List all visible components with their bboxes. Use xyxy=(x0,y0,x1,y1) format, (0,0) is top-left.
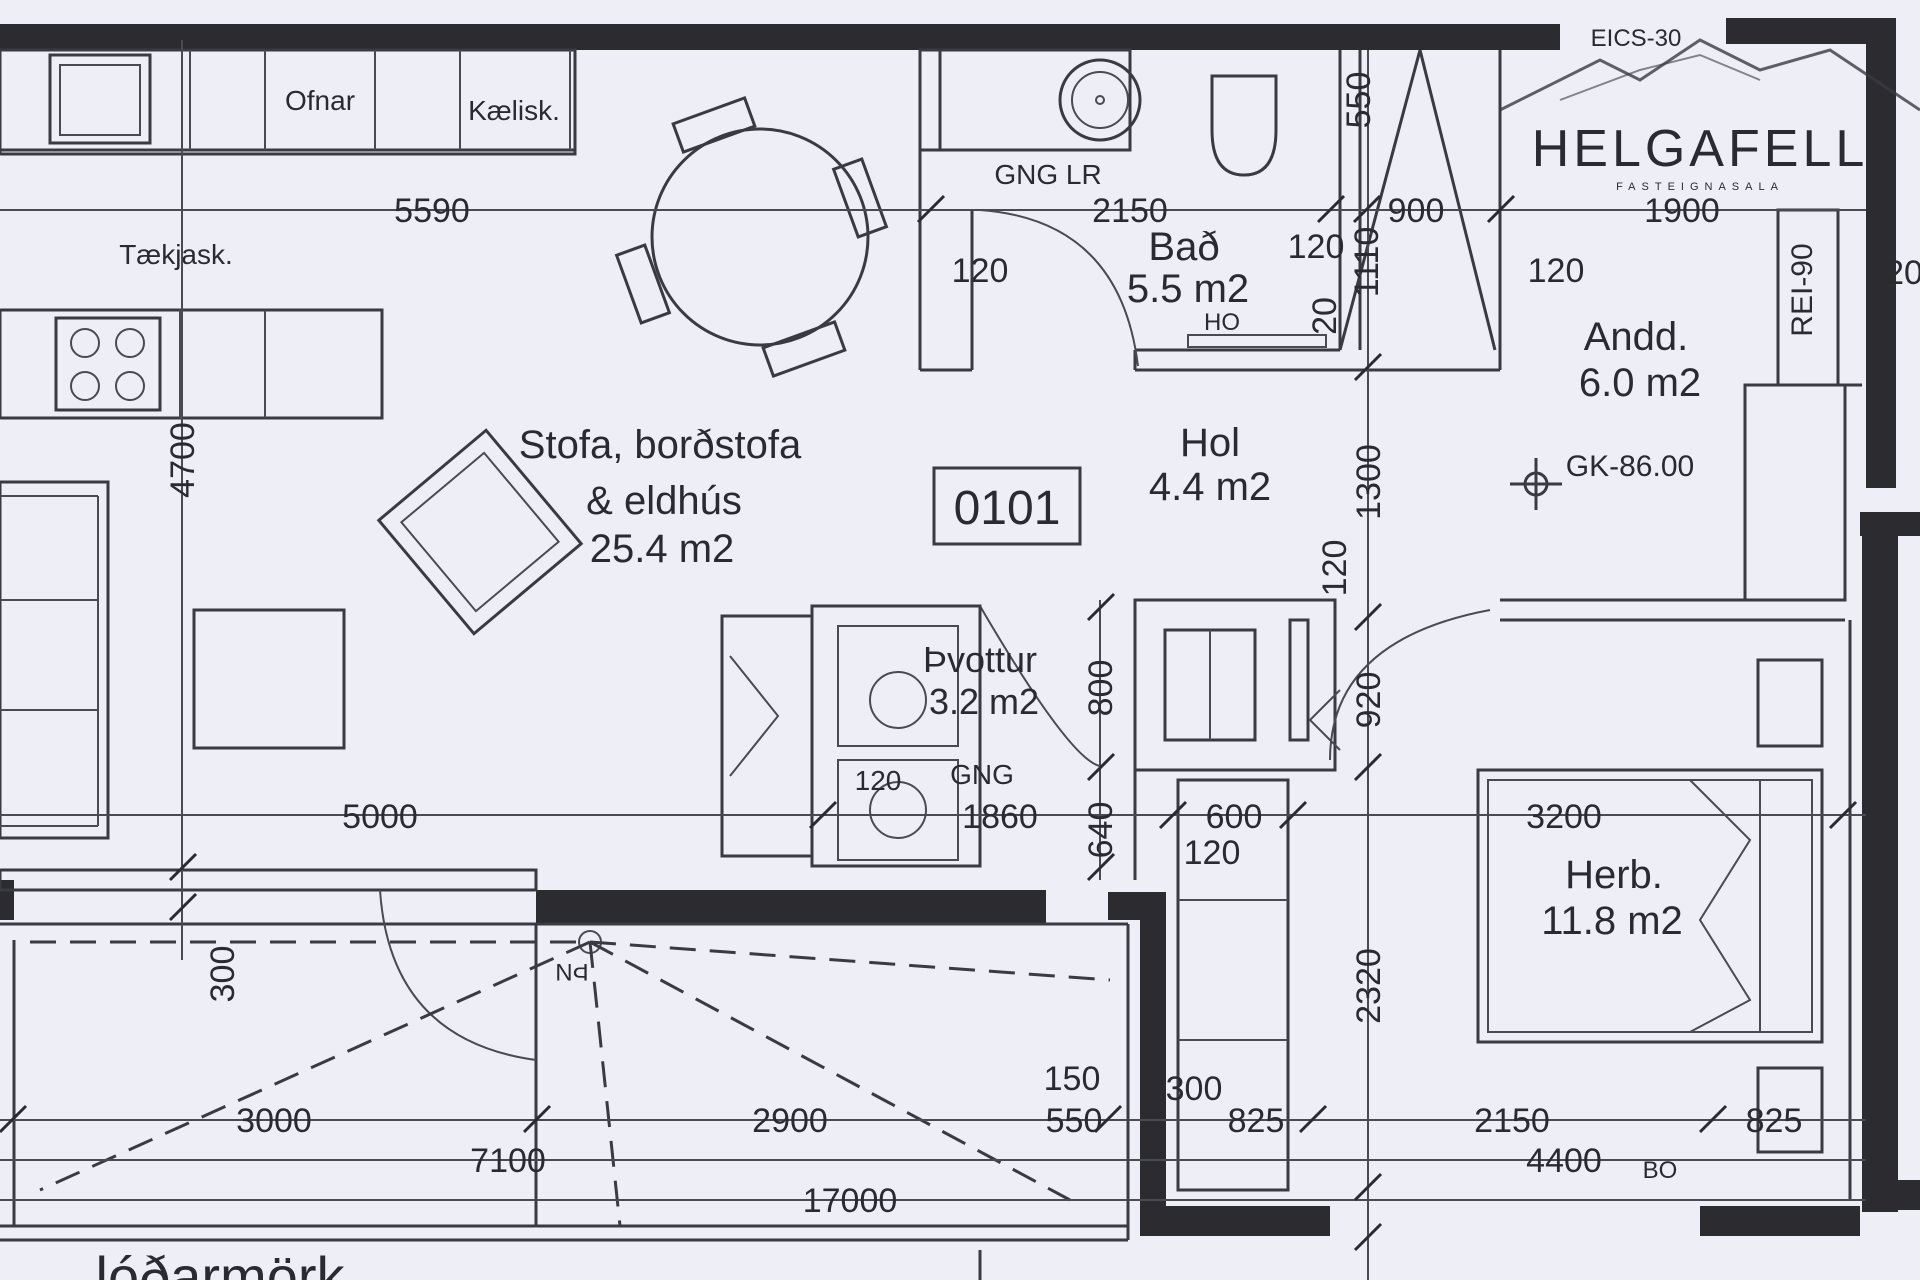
dim-2150-top: 2150 xyxy=(1092,192,1168,230)
room-name-herb: Herb. xyxy=(1565,853,1663,897)
dim-2320: 2320 xyxy=(1350,948,1388,1024)
dim-120-c: 120 xyxy=(1528,252,1585,290)
dim-150: 150 xyxy=(1044,1060,1101,1098)
dim-120-e: 120 xyxy=(855,765,902,796)
dim-7100: 7100 xyxy=(470,1142,546,1180)
dim-4400: 4400 xyxy=(1526,1142,1602,1180)
unit-number-box: 0101 xyxy=(932,466,1082,546)
logo-sub: FASTEIGNASALA xyxy=(1616,181,1784,193)
dim-120-f: 120 xyxy=(1184,834,1241,872)
label-gk: GK-86.00 xyxy=(1566,450,1694,483)
label-taekjask: Tækjask. xyxy=(119,239,233,270)
dim-1300: 1300 xyxy=(1350,444,1388,520)
dim-1860: 1860 xyxy=(962,798,1038,836)
dim-5000: 5000 xyxy=(342,798,418,836)
label-gng: GNG xyxy=(950,759,1014,790)
room-area-herb: 11.8 m2 xyxy=(1541,899,1683,943)
label-kaelisk: Kælisk. xyxy=(468,95,560,126)
unit-number: 0101 xyxy=(954,482,1061,535)
dim-920: 920 xyxy=(1350,672,1388,729)
room-area-hol: 4.4 m2 xyxy=(1149,465,1271,509)
label-gng-lr: GNG LR xyxy=(994,159,1101,190)
interior-lines xyxy=(0,48,1862,1280)
room-area-thvottur: 3.2 m2 xyxy=(929,681,1039,722)
room-area-stofa: 25.4 m2 xyxy=(590,527,735,571)
dim-550-bottom: 550 xyxy=(1046,1102,1103,1140)
dim-825-a: 825 xyxy=(1228,1102,1285,1140)
room-name-stofa-line2: & eldhús xyxy=(586,479,742,523)
label-rei: REI-90 xyxy=(1786,243,1819,336)
room-area-bad: 5.5 m2 xyxy=(1127,267,1249,311)
dimension-lines xyxy=(0,40,1866,1280)
room-area-andd: 6.0 m2 xyxy=(1579,361,1701,405)
dim-825-b: 825 xyxy=(1746,1102,1803,1140)
room-name-thvottur: Þvottur xyxy=(923,639,1037,680)
label-ofnar: Ofnar xyxy=(285,85,355,116)
dim-120-b: 120 xyxy=(1288,228,1345,266)
label-ho: HO xyxy=(1204,309,1240,336)
helgafell-logo: HELGAFELL FASTEIGNASALA xyxy=(1499,38,1920,193)
label-pn: ÞN xyxy=(555,958,588,985)
walls xyxy=(0,18,1920,1236)
dim-640: 640 xyxy=(1082,802,1120,859)
dim-2150-bottom: 2150 xyxy=(1474,1102,1550,1140)
dim-800: 800 xyxy=(1082,660,1120,717)
room-name-bad: Bað xyxy=(1148,225,1219,269)
label-eics: EICS-30 xyxy=(1591,25,1682,52)
room-labels: Stofa, borðstofa & eldhús 25.4 m2 Bað 5.… xyxy=(519,225,1701,943)
dim-600: 600 xyxy=(1206,798,1263,836)
dim-20-right: 20 xyxy=(1885,254,1920,292)
dim-300-b: 300 xyxy=(1166,1070,1223,1108)
dim-3200: 3200 xyxy=(1526,798,1602,836)
dim-550: 550 xyxy=(1340,72,1378,129)
room-name-andd: Andd. xyxy=(1584,315,1689,359)
label-bo: BO xyxy=(1643,1157,1678,1184)
dim-4700: 4700 xyxy=(164,422,202,498)
dim-5590: 5590 xyxy=(394,192,470,230)
dim-900: 900 xyxy=(1388,192,1445,230)
label-bottom: lóðarmörk xyxy=(96,1245,346,1280)
dim-300-a: 300 xyxy=(204,946,242,1003)
dimension-texts: 5590 2150 120 120 900 1900 120 550 1110 … xyxy=(164,72,1920,1220)
room-name-hol: Hol xyxy=(1180,421,1240,465)
dim-120-d: 120 xyxy=(1316,540,1354,597)
dim-120-a: 120 xyxy=(952,252,1009,290)
level-marker-icon xyxy=(1510,458,1562,510)
dim-1900: 1900 xyxy=(1644,192,1720,230)
fixture-labels: Ofnar Kælisk. Tækjask. GNG LR HO GNG GK-… xyxy=(96,25,1819,1280)
dim-3000: 3000 xyxy=(236,1102,312,1140)
dim-17000: 17000 xyxy=(803,1182,898,1220)
logo-name: HELGAFELL xyxy=(1532,120,1869,178)
mountain-logo-icon xyxy=(1499,38,1920,112)
dim-2900: 2900 xyxy=(752,1102,828,1140)
dim-20: 20 xyxy=(1306,297,1344,335)
dim-1110: 1110 xyxy=(1348,227,1386,298)
room-name-stofa: Stofa, borðstofa xyxy=(519,423,802,467)
